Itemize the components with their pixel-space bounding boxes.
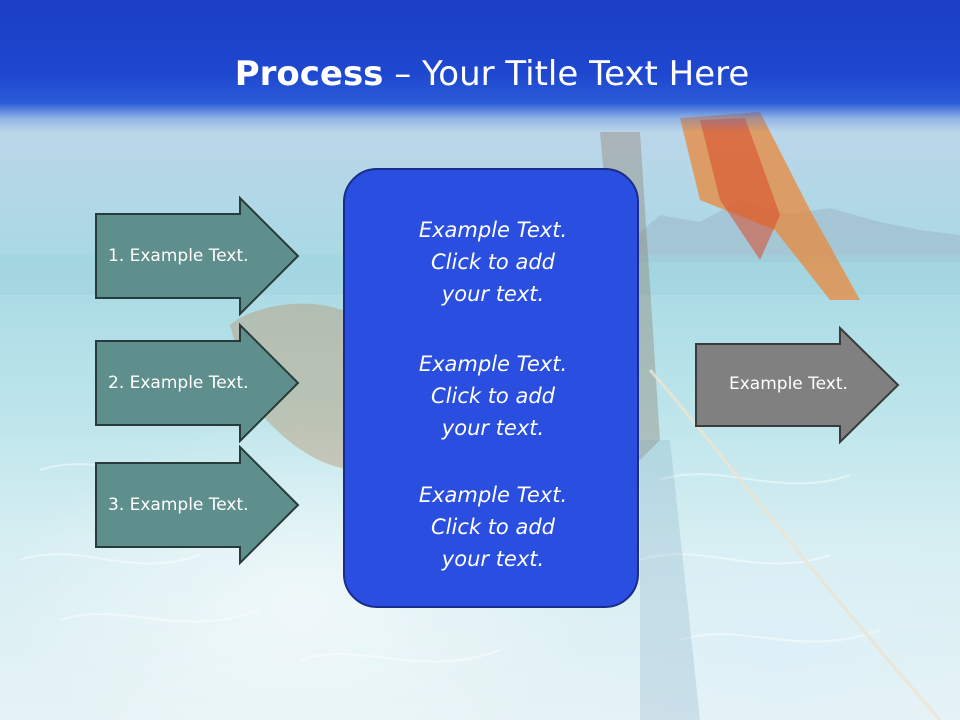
title-bold: Process xyxy=(234,54,384,94)
center-text-line: Example Text. xyxy=(418,483,568,507)
center-text-block-2: Example Text. Click to add your text. xyxy=(345,348,641,444)
center-text-line: your text. xyxy=(441,547,545,571)
input-arrow-2 xyxy=(95,322,300,444)
center-text-block-1: Example Text. Click to add your text. xyxy=(345,214,641,310)
center-text-line: your text. xyxy=(441,416,545,440)
title-band xyxy=(0,0,960,132)
output-arrow-label: Example Text. xyxy=(729,374,848,394)
center-text-line: Example Text. xyxy=(418,218,568,242)
rope xyxy=(648,369,942,720)
center-text-line: Click to add xyxy=(430,250,555,274)
page-title: Process – Your Title Text Here xyxy=(0,52,960,96)
post-reflection xyxy=(640,440,700,720)
title-rest: – Your Title Text Here xyxy=(383,54,750,94)
center-text-line: Click to add xyxy=(430,515,555,539)
input-arrow-1-label: 1. Example Text. xyxy=(108,246,249,266)
input-arrow-1 xyxy=(95,195,300,317)
flag-red xyxy=(700,118,780,260)
input-arrow-2-label: 2. Example Text. xyxy=(108,373,249,393)
output-arrow xyxy=(695,325,900,445)
input-arrow-3-label: 3. Example Text. xyxy=(108,495,249,515)
center-text-block-3: Example Text. Click to add your text. xyxy=(345,479,641,575)
input-arrow-3 xyxy=(95,444,300,566)
center-text-line: Example Text. xyxy=(418,352,568,376)
center-text-line: Click to add xyxy=(430,384,555,408)
center-text-line: your text. xyxy=(441,282,545,306)
center-process-box: Example Text. Click to add your text. Ex… xyxy=(343,168,639,608)
